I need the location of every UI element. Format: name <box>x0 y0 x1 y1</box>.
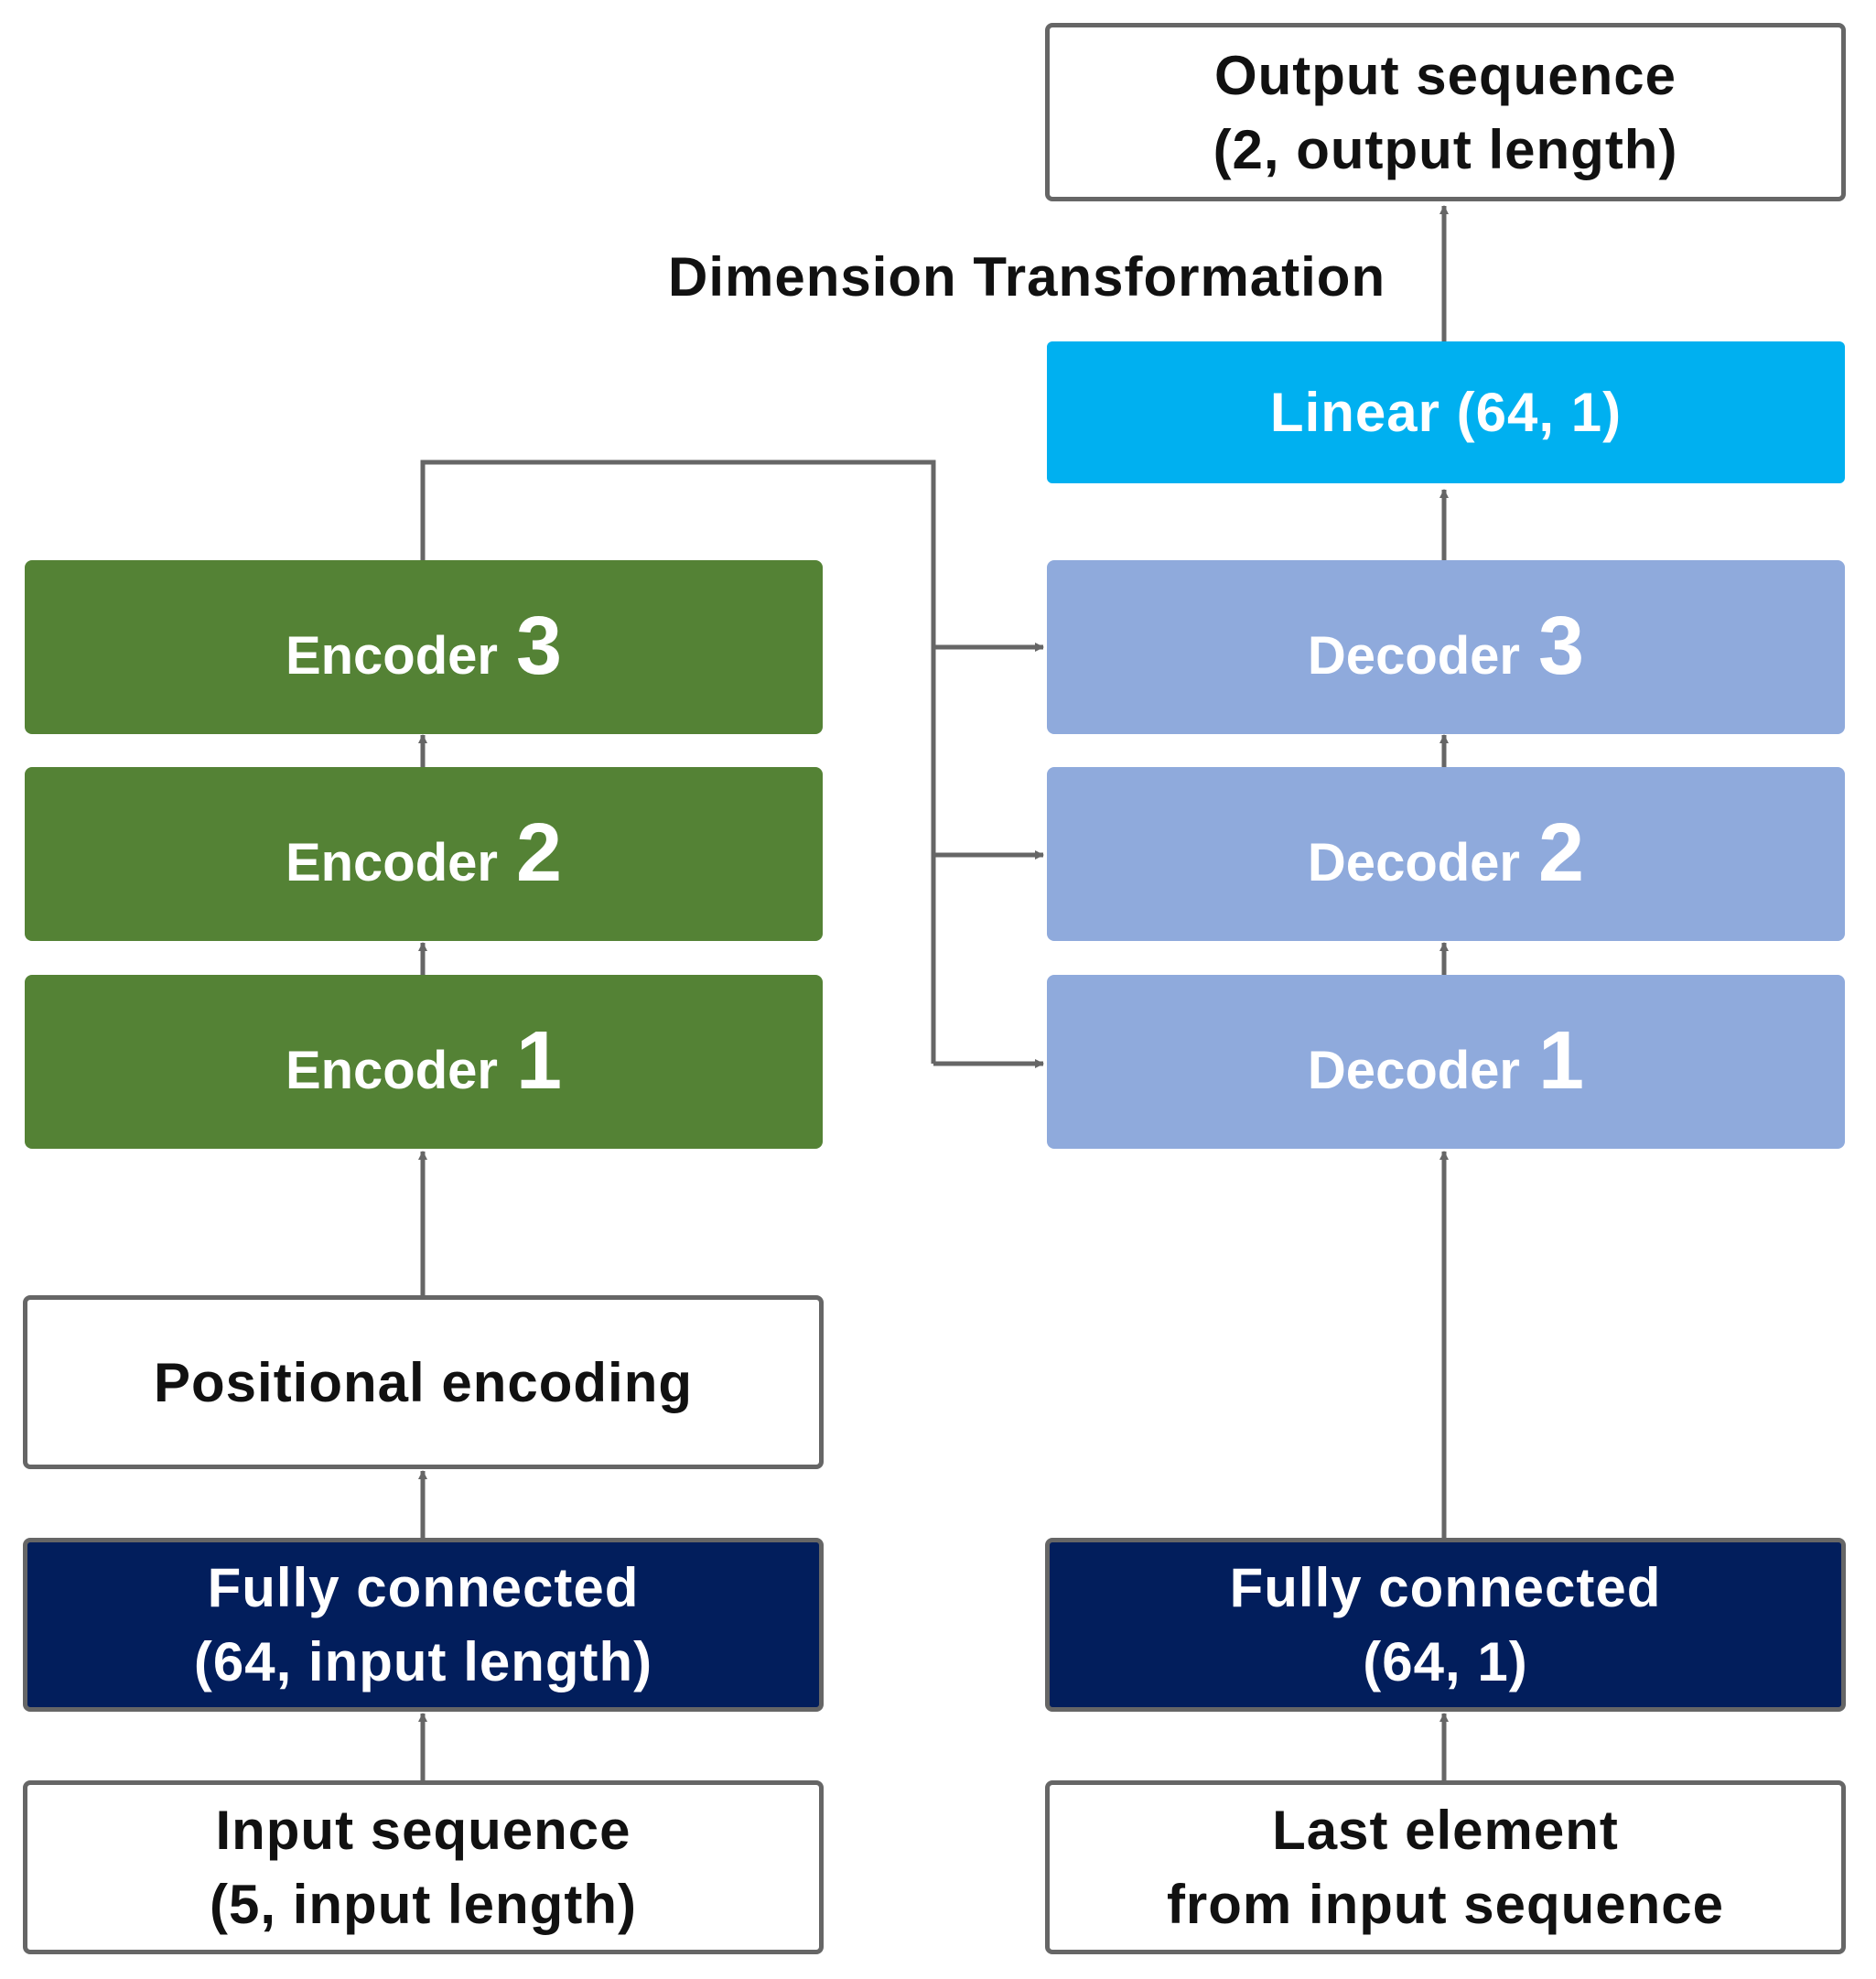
encoder-2-box: Encoder 2 <box>25 767 823 941</box>
decoder-2-number: 2 <box>1538 807 1585 900</box>
last-element-line1: Last element <box>1272 1800 1619 1861</box>
last-element-box: Last element from input sequence <box>1045 1780 1846 1954</box>
decoder-3-label: Decoder <box>1307 626 1521 687</box>
encoder-1-number: 1 <box>516 1015 563 1108</box>
linear-box: Linear (64, 1) <box>1047 341 1845 483</box>
decoder-2-box: Decoder 2 <box>1047 767 1845 941</box>
input-sequence-line1: Input sequence <box>215 1800 631 1861</box>
output-sequence-line1: Output sequence <box>1213 44 1677 106</box>
encoder-2-label: Encoder <box>285 833 498 893</box>
input-sequence-line2: (5, input length) <box>210 1874 637 1935</box>
input-sequence-box: Input sequence (5, input length) <box>23 1780 824 1954</box>
decoder-1-label: Decoder <box>1307 1041 1521 1101</box>
encoder-2-number: 2 <box>516 807 563 900</box>
fully-connected-encoder-line2: (64, input length) <box>193 1631 653 1692</box>
positional-encoding-label: Positional encoding <box>153 1351 694 1413</box>
fully-connected-encoder-line1: Fully connected <box>207 1557 640 1618</box>
output-sequence-line2: (2, output length) <box>1213 118 1678 180</box>
last-element-line2: from input sequence <box>1166 1874 1725 1935</box>
positional-encoding-box: Positional encoding <box>23 1295 824 1469</box>
decoder-3-number: 3 <box>1538 600 1585 693</box>
decoder-3-box: Decoder 3 <box>1047 560 1845 734</box>
fully-connected-decoder-box: Fully connected (64, 1) <box>1045 1538 1846 1712</box>
decoder-2-label: Decoder <box>1307 833 1521 893</box>
encoder-3-label: Encoder <box>285 626 498 687</box>
encoder-1-box: Encoder 1 <box>25 975 823 1149</box>
encoder-output-line <box>420 460 936 1064</box>
decoder-1-number: 1 <box>1538 1015 1585 1108</box>
fully-connected-decoder-line2: (64, 1) <box>1363 1631 1528 1692</box>
dimension-transformation-label: Dimension Transformation <box>668 246 1386 308</box>
encoder-1-label: Encoder <box>285 1041 498 1101</box>
fully-connected-decoder-line1: Fully connected <box>1229 1557 1662 1618</box>
fully-connected-encoder-box: Fully connected (64, input length) <box>23 1538 824 1712</box>
decoder-1-box: Decoder 1 <box>1047 975 1845 1149</box>
encoder-3-box: Encoder 3 <box>25 560 823 734</box>
encoder-3-number: 3 <box>516 600 563 693</box>
linear-label: Linear (64, 1) <box>1269 382 1623 443</box>
output-sequence-box: Output sequence (2, output length) <box>1045 23 1846 201</box>
